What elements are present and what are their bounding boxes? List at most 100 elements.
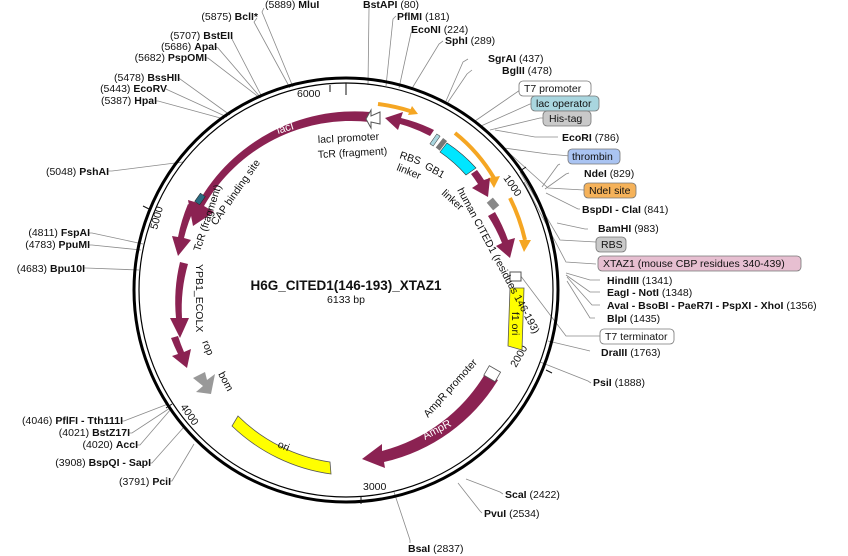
site-pflmi: PflMI (181) <box>397 11 450 23</box>
site-pcii: (3791) PciI <box>119 476 171 488</box>
site-pflfi: (4046) PflFI - Tth111I <box>22 415 123 427</box>
svg-text:T7 terminator: T7 terminator <box>605 331 668 343</box>
site-bspdi: BspDI - ClaI (841) <box>582 204 668 216</box>
orange-arrow-top-head <box>408 106 418 115</box>
orange-arrow-mid <box>453 131 496 180</box>
site-bglii: BglII (478) <box>502 65 552 77</box>
orange-arrow-right <box>508 197 527 241</box>
site-sgrai: SgrAI (437) <box>488 53 543 65</box>
site-psii: PsiI (1888) <box>593 377 645 389</box>
cds-arrow-small-top <box>385 112 434 136</box>
box-xtaz1: XTAZ1 (mouse CBP residues 340-439) <box>597 255 802 272</box>
gb1-label: GB1 <box>423 160 447 181</box>
f1-ori-label: f1 ori <box>509 312 521 335</box>
tick-4000 <box>165 403 173 409</box>
box-ndei-site: NdeI site <box>583 182 637 199</box>
ruler-label-6000: 6000 <box>297 88 321 100</box>
ruler-label-5000: 5000 <box>148 205 166 231</box>
ruler-label-1000: 1000 <box>501 173 524 199</box>
ypb1-arrow <box>170 262 189 338</box>
f1-ori-block <box>507 287 525 351</box>
feature-boxes: T7 promoter lac operator His-tag thrombi… <box>518 80 802 345</box>
site-avai: AvaI - BsoBI - PaeR7I - PspXI - XhoI (13… <box>607 300 817 312</box>
lacI-label: lacI <box>275 120 295 136</box>
tick-1000 <box>519 166 527 172</box>
svg-text:lac operator: lac operator <box>536 98 592 110</box>
t7-terminator-mark <box>509 271 522 282</box>
cds-arrow-gb1 <box>471 170 490 197</box>
bom-arrow <box>193 372 215 394</box>
bom-label: bom <box>215 370 235 394</box>
box-thrombin: thrombin <box>567 148 621 165</box>
plasmid-size: 6133 bp <box>327 294 365 306</box>
lacI-promoter-label: lacI promoter <box>318 131 380 146</box>
site-fspai: (4811) FspAI <box>28 227 90 239</box>
linker-mark <box>486 197 500 211</box>
site-scai: ScaI (2422) <box>505 489 560 501</box>
svg-text:XTAZ1 (mouse CBP residues 340-: XTAZ1 (mouse CBP residues 340-439) <box>603 258 785 270</box>
cap-site-mark <box>194 192 206 206</box>
lacI-promoter-arrow <box>365 108 381 130</box>
ruler-label-3000: 3000 <box>363 481 387 493</box>
site-bpu10i: (4683) Bpu10I <box>17 263 85 275</box>
rop-arrow <box>171 336 191 368</box>
cited1-label: human CITED1 (residues 146-193) <box>454 186 541 336</box>
box-rbs: RBS <box>595 236 627 253</box>
site-sphi: SphI (289) <box>445 35 495 47</box>
site-mlui: (5889) MluI <box>265 0 319 11</box>
tick-5000 <box>142 205 150 210</box>
box-his-tag: His-tag <box>542 110 592 127</box>
ori-label: ori <box>276 439 291 454</box>
cited1-arrow <box>488 212 515 258</box>
backbone-outer <box>132 76 560 504</box>
ampr-arrow <box>362 374 498 468</box>
site-hindiii: HindIII (1341) <box>607 275 672 287</box>
site-apai: (5686) ApaI <box>161 41 217 53</box>
svg-text:T7 promoter: T7 promoter <box>524 83 582 95</box>
site-bstz17i: (4021) BstZ17I <box>59 427 130 439</box>
site-bsshii: (5478) BssHII <box>114 72 180 84</box>
site-econi: EcoNI (224) <box>411 24 468 36</box>
site-ndei: NdeI (829) <box>584 168 634 180</box>
box-t7-terminator: T7 terminator <box>599 328 675 345</box>
box-t7-promoter: T7 promoter <box>518 80 592 97</box>
ori-block <box>231 415 332 475</box>
site-pshai: (5048) PshAI <box>46 166 109 178</box>
lacI-arrow <box>188 111 370 226</box>
orange-arrow-right-head <box>519 240 531 252</box>
site-labels: (5889) MluI (5875) BclI* (5707) BstEII (… <box>17 0 817 555</box>
site-bstapi: BstAPI (80) <box>363 0 419 11</box>
svg-text:NdeI site: NdeI site <box>589 185 631 197</box>
rop-label: rop <box>199 339 216 358</box>
site-pspomi: (5682) PspOMI <box>135 52 207 64</box>
orange-arrow-mid-head <box>488 176 500 188</box>
site-hpai: (5387) HpaI <box>101 95 157 107</box>
svg-text:His-tag: His-tag <box>549 113 582 125</box>
site-bsteii: (5707) BstEII <box>170 30 233 42</box>
svg-text:thrombin: thrombin <box>572 151 613 163</box>
site-pvui: PvuI (2534) <box>484 508 539 520</box>
site-acci: (4020) AccI <box>83 439 139 451</box>
plasmid-title: H6G_CITED1(146-193)_XTAZ1 <box>250 278 442 293</box>
lac-operator-mark <box>429 133 441 147</box>
site-eagi: EagI - NotI (1348) <box>607 287 692 299</box>
tcr-arrow-left <box>172 204 195 256</box>
site-ppumi: (4783) PpuMI <box>25 239 90 251</box>
site-ecorv: (5443) EcoRV <box>100 83 167 95</box>
gb1-block <box>439 142 477 176</box>
site-bsai: BsaI (2837) <box>408 543 463 555</box>
site-bamhi: BamHI (983) <box>598 223 659 235</box>
ypb1-label: YPB1_ECOLX <box>193 264 205 332</box>
box-lac-operator: lac operator <box>530 95 600 112</box>
ampr-promoter-mark <box>483 365 502 383</box>
svg-text:RBS: RBS <box>601 239 623 251</box>
site-blpi: BlpI (1435) <box>607 313 660 325</box>
site-ecori: EcoRI (786) <box>562 132 619 144</box>
tick-2000 <box>545 369 553 374</box>
site-draiii: DraIII (1763) <box>601 347 661 359</box>
his-tag-mark <box>435 138 448 151</box>
site-bspqi: (3908) BspQI - SapI <box>55 457 151 469</box>
orange-arrow-top <box>377 102 411 113</box>
tcr-fragment-label: TcR (fragment) <box>318 145 388 161</box>
